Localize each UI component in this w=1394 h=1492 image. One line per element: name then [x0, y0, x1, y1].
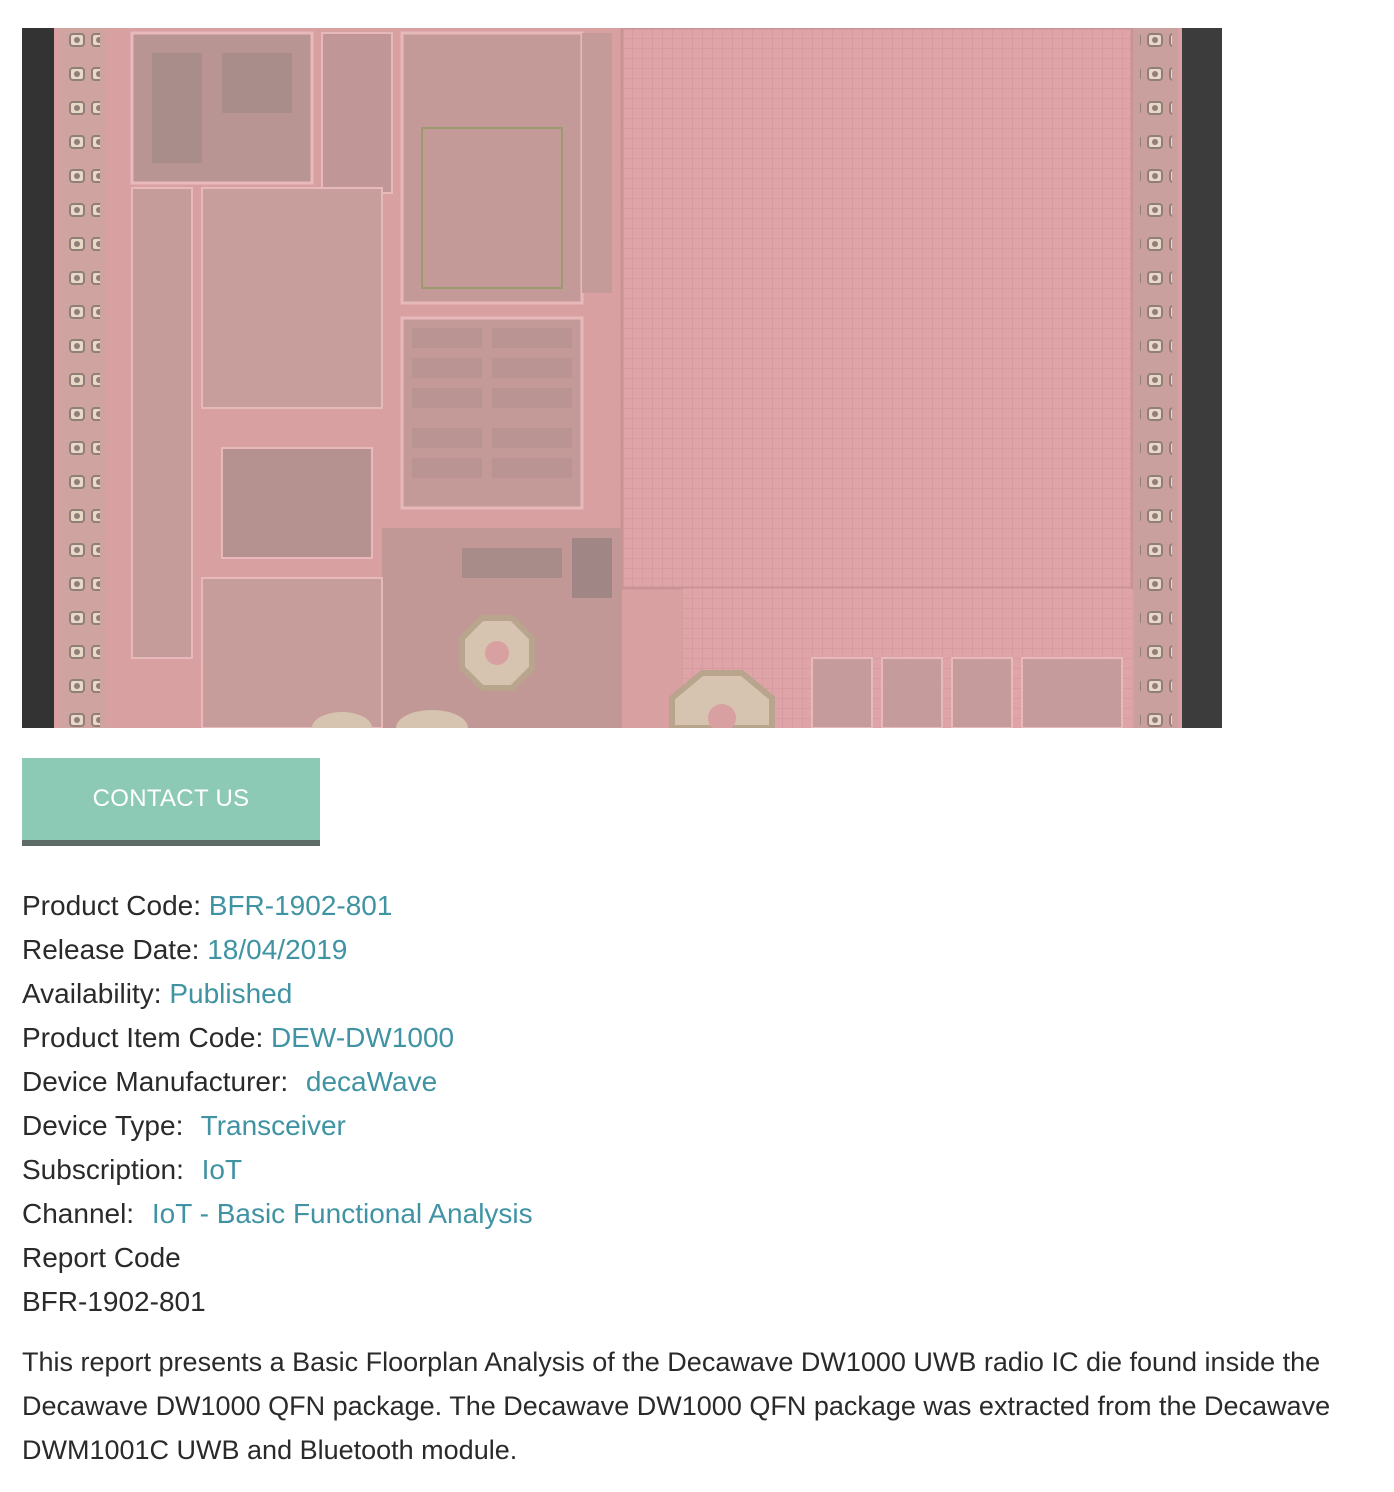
detail-value-link[interactable]: decaWave: [305, 1066, 438, 1097]
detail-channel: Channel: IoT - Basic Functional Analysis: [22, 1192, 533, 1236]
detail-label: Release Date:: [22, 934, 200, 965]
detail-value-link[interactable]: Published: [169, 978, 293, 1009]
detail-value-link[interactable]: IoT: [201, 1154, 243, 1185]
detail-value-link[interactable]: BFR-1902-801: [208, 890, 393, 921]
detail-product-code: Product Code: BFR-1902-801: [22, 884, 533, 928]
report-code-value: BFR-1902-801: [22, 1286, 206, 1317]
detail-value-link[interactable]: IoT - Basic Functional Analysis: [151, 1198, 533, 1229]
detail-label: Availability:: [22, 978, 162, 1009]
detail-product-item-code: Product Item Code: DEW-DW1000: [22, 1016, 533, 1060]
contact-us-button[interactable]: CONTACT US: [22, 758, 320, 846]
detail-label: Device Manufacturer:: [22, 1066, 289, 1097]
detail-label: Product Item Code:: [22, 1022, 264, 1053]
die-photo: [22, 28, 1222, 728]
detail-label: Product Code:: [22, 890, 201, 921]
report-description: This report presents a Basic Floorplan A…: [22, 1347, 1331, 1465]
detail-label: Channel:: [22, 1198, 135, 1229]
detail-value-link[interactable]: DEW-DW1000: [271, 1022, 455, 1053]
detail-release-date: Release Date: 18/04/2019: [22, 928, 533, 972]
detail-availability: Availability: Published: [22, 972, 533, 1016]
detail-device-type: Device Type: Transceiver: [22, 1104, 533, 1148]
product-details: Product Code: BFR-1902-801 Release Date:…: [22, 884, 533, 1324]
detail-subscription: Subscription: IoT: [22, 1148, 533, 1192]
detail-label: Device Type:: [22, 1110, 184, 1141]
report-code-label: Report Code: [22, 1242, 181, 1273]
detail-value-link[interactable]: Transceiver: [200, 1110, 346, 1141]
detail-device-manufacturer: Device Manufacturer: decaWave: [22, 1060, 533, 1104]
detail-label: Subscription:: [22, 1154, 184, 1185]
detail-value-link[interactable]: 18/04/2019: [207, 934, 348, 965]
